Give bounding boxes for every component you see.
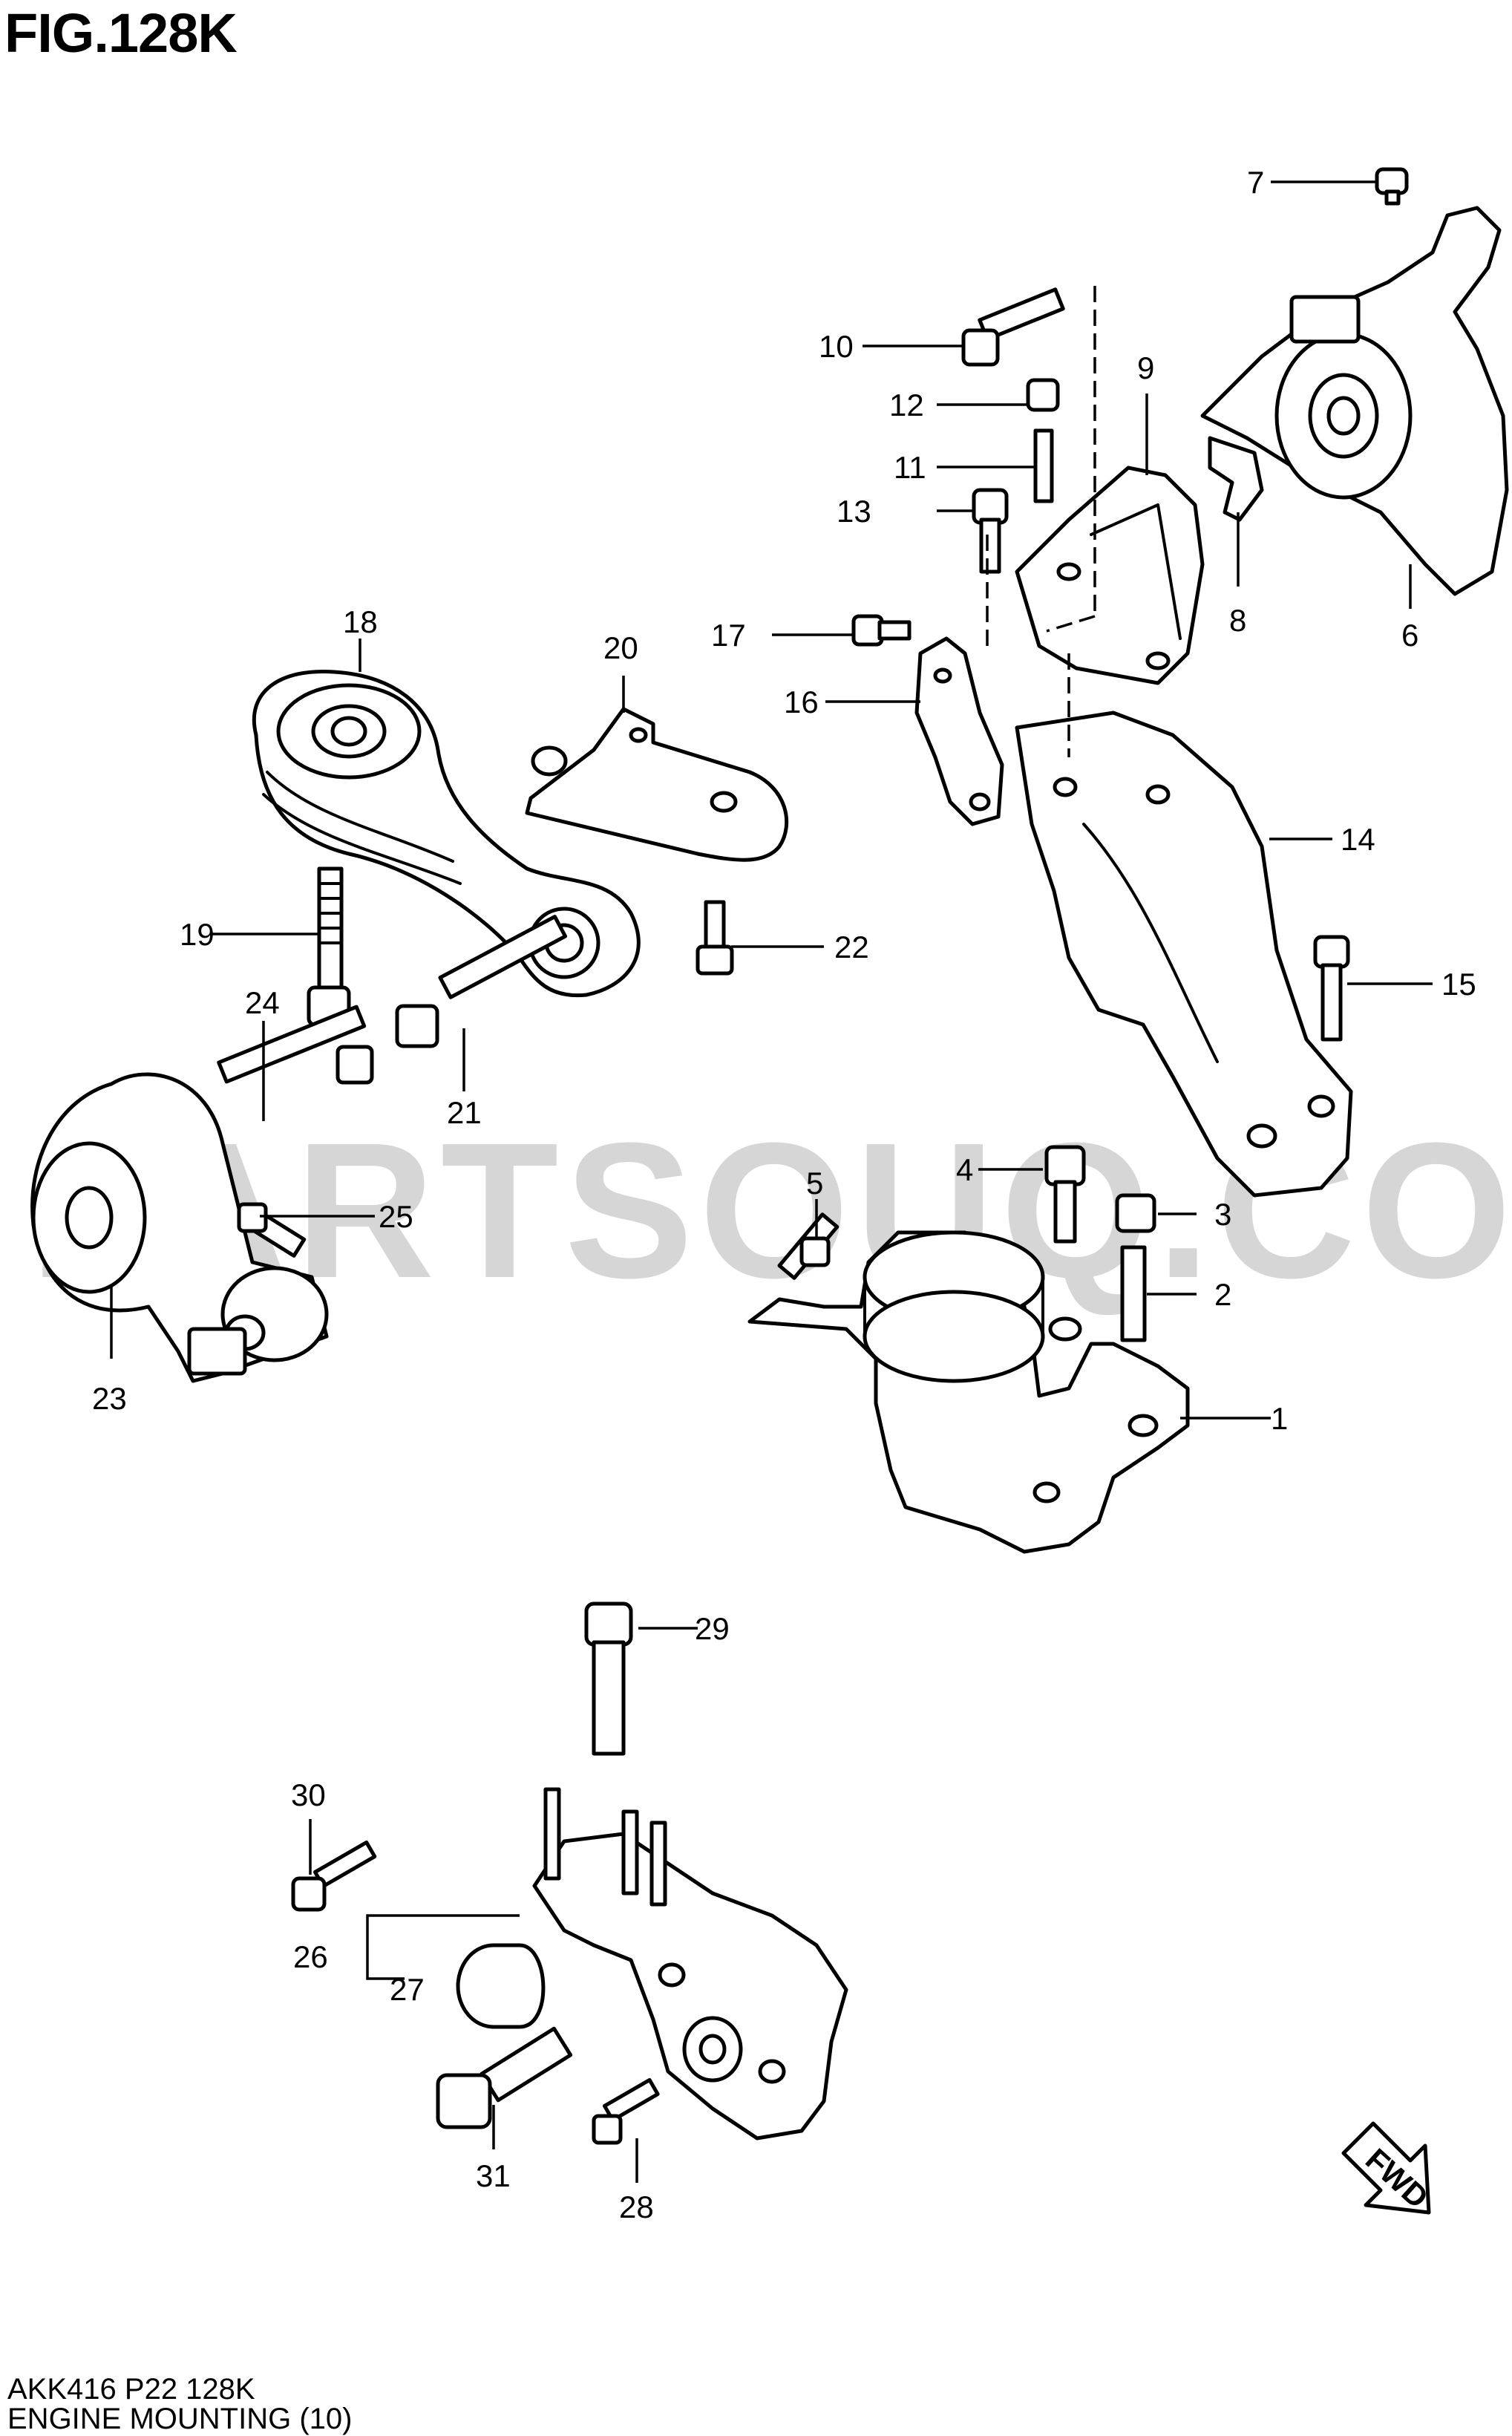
callout-14: 14 [1341, 822, 1375, 857]
callout-10: 10 [819, 329, 854, 364]
callout-31: 31 [476, 2158, 511, 2193]
callout-18: 18 [343, 604, 378, 639]
callout-26: 26 [293, 1939, 328, 1974]
bolt-28[interactable] [592, 2077, 660, 2145]
part-1-mount[interactable] [747, 1230, 1190, 1554]
callout-6: 6 [1401, 618, 1418, 653]
callout-7: 7 [1247, 165, 1264, 200]
callout-13: 13 [837, 494, 871, 529]
fwd-arrow-icon: FWD [1341, 2121, 1435, 2215]
callout-29: 29 [695, 1611, 730, 1646]
callout-22: 22 [834, 930, 869, 964]
part-26-bracket[interactable] [532, 1787, 848, 2141]
bolt-15[interactable] [1313, 935, 1350, 1042]
callout-28: 28 [619, 2190, 654, 2224]
bolt-29[interactable] [584, 1601, 633, 1756]
bolt-4[interactable] [1044, 1145, 1086, 1244]
callout-27: 27 [390, 1972, 425, 2007]
callout-11: 11 [894, 450, 926, 485]
part-8-clip[interactable] [1208, 436, 1264, 522]
callout-2: 2 [1214, 1277, 1231, 1312]
bolt-7[interactable] [1375, 167, 1409, 206]
callout-3: 3 [1214, 1197, 1231, 1232]
figure-title: FIG.128K [4, 2, 238, 64]
callout-21: 21 [447, 1095, 482, 1130]
part-9-bracket[interactable] [1015, 466, 1205, 685]
callout-25: 25 [379, 1199, 413, 1234]
stud-2[interactable] [1120, 1245, 1147, 1342]
callout-4: 4 [956, 1152, 973, 1187]
part-20-bracket[interactable] [525, 707, 789, 862]
figure-name: ENGINE MOUNTING (10) [7, 2403, 353, 2435]
callout-30: 30 [291, 1777, 326, 1812]
part-27-bushing[interactable] [456, 1943, 546, 2029]
bolt-22[interactable] [696, 900, 734, 976]
callout-16: 16 [784, 685, 819, 719]
callout-20: 20 [603, 630, 638, 665]
bolt-24[interactable] [217, 1005, 374, 1085]
part-18-torque-rod[interactable] [252, 669, 641, 998]
bolt-21[interactable] [395, 915, 568, 1048]
figure-code: AKK416 P22 128K [7, 2373, 255, 2406]
part-14-bracket[interactable] [1015, 711, 1353, 1198]
callout-labels: 1 2 3 4 5 6 7 8 9 10 11 12 13 14 15 16 1… [92, 165, 1476, 2224]
bolt-10[interactable] [961, 287, 1065, 367]
callout-5: 5 [806, 1166, 823, 1201]
stud-11[interactable] [1033, 428, 1054, 503]
part-6-mount[interactable] [1200, 206, 1509, 596]
bolt-17[interactable] [851, 614, 912, 647]
bolt-30[interactable] [291, 1840, 377, 1912]
bolt-19[interactable] [307, 866, 351, 1027]
callout-15: 15 [1441, 967, 1476, 1002]
callout-23: 23 [92, 1381, 127, 1416]
bolt-13[interactable] [972, 488, 1009, 574]
callout-8: 8 [1229, 603, 1246, 638]
bolt-31[interactable] [436, 2026, 573, 2129]
bolt-25[interactable] [237, 1202, 307, 1258]
callout-17: 17 [711, 618, 746, 653]
nut-12[interactable] [1026, 378, 1060, 412]
callout-1: 1 [1271, 1401, 1288, 1436]
callout-9: 9 [1137, 350, 1154, 385]
bolt-5[interactable] [777, 1212, 840, 1280]
callout-12: 12 [889, 388, 924, 422]
nut-3[interactable] [1115, 1193, 1156, 1233]
callout-19: 19 [180, 917, 215, 952]
callout-24: 24 [245, 985, 280, 1020]
leader-lines [110, 180, 1433, 2183]
part-16-bracket[interactable] [914, 636, 1004, 826]
part-23-mount[interactable] [30, 1072, 329, 1383]
